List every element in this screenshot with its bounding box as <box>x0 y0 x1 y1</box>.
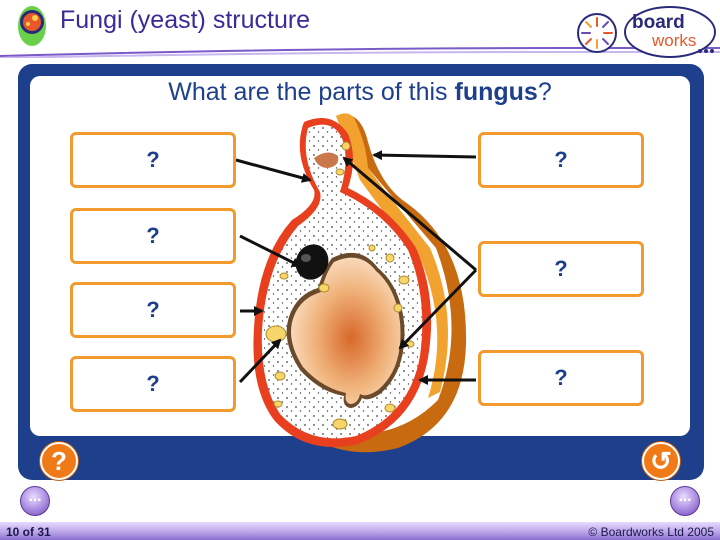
question-text: What are the parts of this fungus? <box>30 78 690 107</box>
header-divider <box>0 47 720 58</box>
brand-bottom-text: works <box>651 31 696 50</box>
page-number: 10 of 31 <box>6 525 51 539</box>
label-box-right-2[interactable]: ? <box>478 241 644 297</box>
label-box-left-1[interactable]: ? <box>70 132 236 188</box>
label-box-left-3[interactable]: ? <box>70 282 236 338</box>
label-box-right-3[interactable]: ? <box>478 350 644 406</box>
yeast-cell-illustration <box>253 113 467 453</box>
label-box-left-4[interactable]: ? <box>70 356 236 412</box>
next-slide-button[interactable]: ··· <box>670 486 700 516</box>
question-emphasis: fungus <box>454 78 538 106</box>
question-prefix: What are the parts of this <box>168 78 455 106</box>
sun-badge-icon <box>577 13 617 53</box>
boardworks-logo: board works <box>624 6 716 58</box>
brand-top-text: board <box>632 12 685 33</box>
footer-bar <box>0 522 720 540</box>
label-box-right-1[interactable]: ? <box>478 132 644 188</box>
reset-button[interactable]: ↺ <box>642 442 680 480</box>
label-box-left-2[interactable]: ? <box>70 208 236 264</box>
copyright-notice: © Boardworks Ltd 2005 <box>588 525 714 539</box>
help-button[interactable]: ? <box>40 442 78 480</box>
boardworks-circle-logo-icon <box>18 6 46 46</box>
previous-slide-button[interactable]: ··· <box>20 486 50 516</box>
question-suffix: ? <box>537 78 552 106</box>
page-title: Fungi (yeast) structure <box>60 6 311 34</box>
